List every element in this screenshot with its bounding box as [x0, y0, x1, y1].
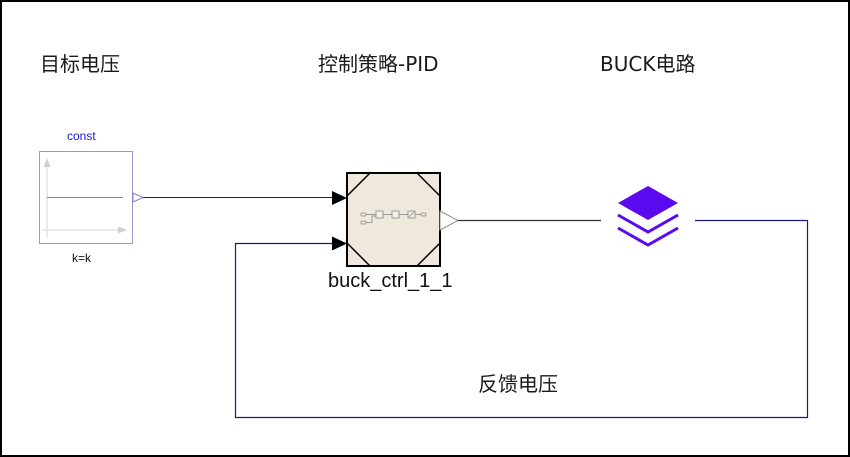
- const-output-port[interactable]: [132, 192, 145, 203]
- wire-feedback[interactable]: [234, 219, 809, 419]
- controller-block[interactable]: [346, 172, 460, 267]
- controller-input1-arrow: [332, 191, 347, 205]
- controller-input2-arrow: [332, 236, 347, 251]
- controller-block-name[interactable]: buck_ctrl_1_1: [328, 270, 453, 292]
- wire-label-feedback-voltage: 反馈电压: [478, 372, 558, 396]
- section-title-target-voltage: 目标电压: [40, 52, 120, 76]
- subsystem-blocks-icon: [360, 210, 427, 225]
- layers-icon: [617, 186, 679, 247]
- const-block[interactable]: [39, 151, 145, 244]
- section-title-control-strategy: 控制策略-PID: [318, 52, 439, 76]
- wire-const-to-controller[interactable]: [143, 191, 347, 205]
- controller-output-port[interactable]: [439, 210, 460, 231]
- buck-block[interactable]: [617, 186, 679, 247]
- constant-signal-icon: [42, 158, 127, 238]
- const-block-parameter: k=k: [72, 251, 92, 265]
- const-block-title: const: [67, 129, 96, 143]
- section-title-buck-circuit: BUCK电路: [600, 52, 696, 76]
